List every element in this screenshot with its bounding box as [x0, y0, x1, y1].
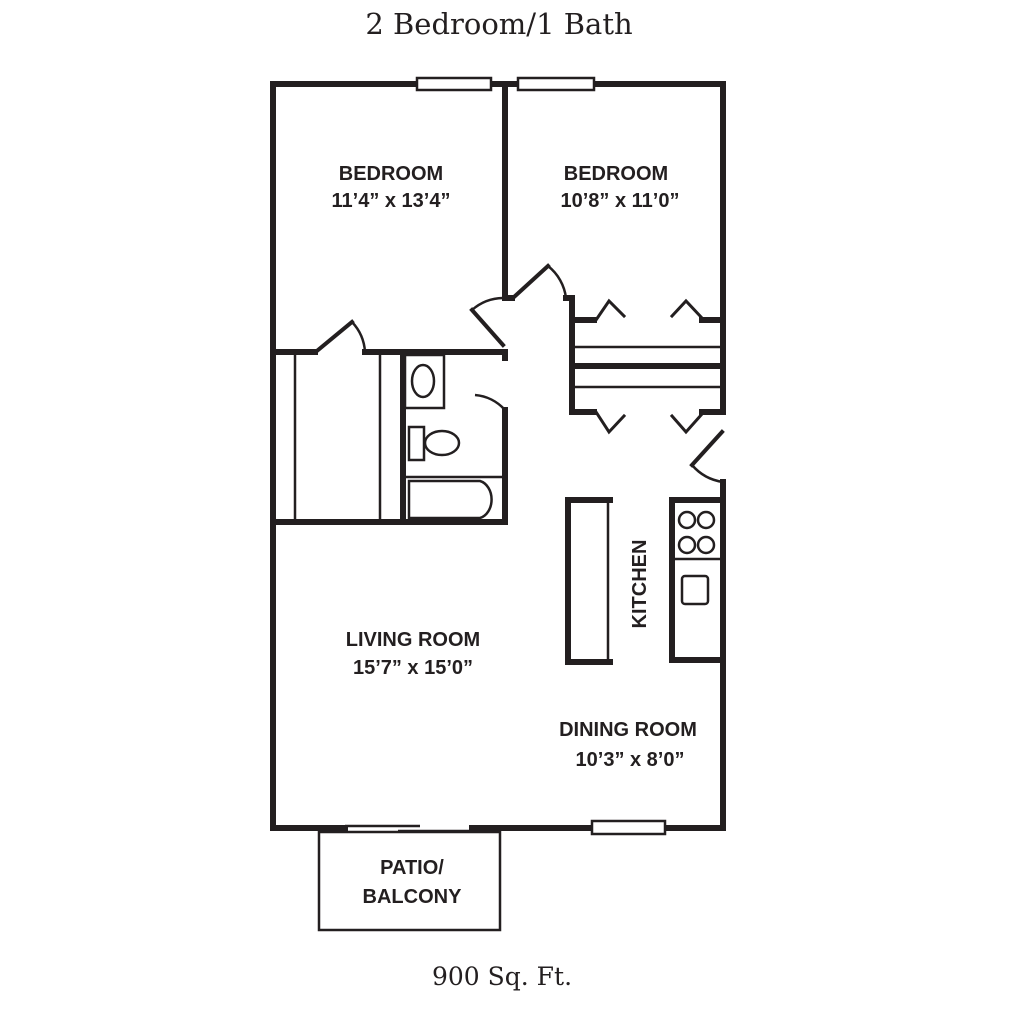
bedroom1-door[interactable] [315, 319, 367, 353]
kitchen-island [565, 497, 613, 665]
bedroom1-size: 11’4” x 13’4” [332, 190, 451, 212]
window [590, 819, 667, 836]
vanity [403, 353, 446, 410]
square-footage: 900 Sq. Ft. [432, 962, 572, 991]
bathroom-door[interactable] [474, 393, 506, 411]
kitchen-counter [669, 497, 723, 663]
bedroom1-hall-door[interactable] [469, 296, 506, 348]
patio-outline [317, 830, 502, 932]
interior-walls [270, 81, 726, 525]
window [415, 76, 493, 92]
dining-room-label: DINING ROOM [559, 719, 697, 741]
living-room-label: LIVING ROOM [346, 629, 480, 651]
stove-burner-icon [696, 510, 716, 530]
hall-closet [293, 355, 382, 520]
toilet-tank [407, 425, 426, 462]
kitchen-label: KITCHEN [629, 540, 651, 629]
stove-burner-icon [677, 535, 697, 555]
closet-bifold-doors[interactable] [593, 298, 705, 435]
toilet-icon [423, 429, 461, 457]
stove-burner-icon [696, 535, 716, 555]
bedroom1-label: BEDROOM [339, 163, 443, 185]
living-room-size: 15’7” x 15’0” [353, 657, 473, 679]
dining-room-size: 10’3” x 8’0” [576, 749, 685, 771]
bedroom2-door[interactable] [511, 263, 568, 300]
bathroom-fixtures [403, 353, 503, 520]
kitchen-sink-icon [680, 574, 710, 606]
plan-title: 2 Bedroom/1 Bath [365, 7, 632, 41]
sink-icon [410, 363, 436, 399]
sliding-door [345, 824, 472, 833]
patio-label-line2: BALCONY [363, 886, 463, 908]
bedroom2-size: 10’8” x 11’0” [561, 190, 680, 212]
window [516, 76, 596, 92]
patio-label-line1: PATIO/ [380, 857, 444, 879]
bedroom2-label: BEDROOM [564, 163, 668, 185]
exterior-walls [270, 81, 726, 831]
entry-door[interactable] [689, 429, 725, 484]
stove-burner-icon [677, 510, 697, 530]
bathtub-icon [407, 479, 493, 520]
